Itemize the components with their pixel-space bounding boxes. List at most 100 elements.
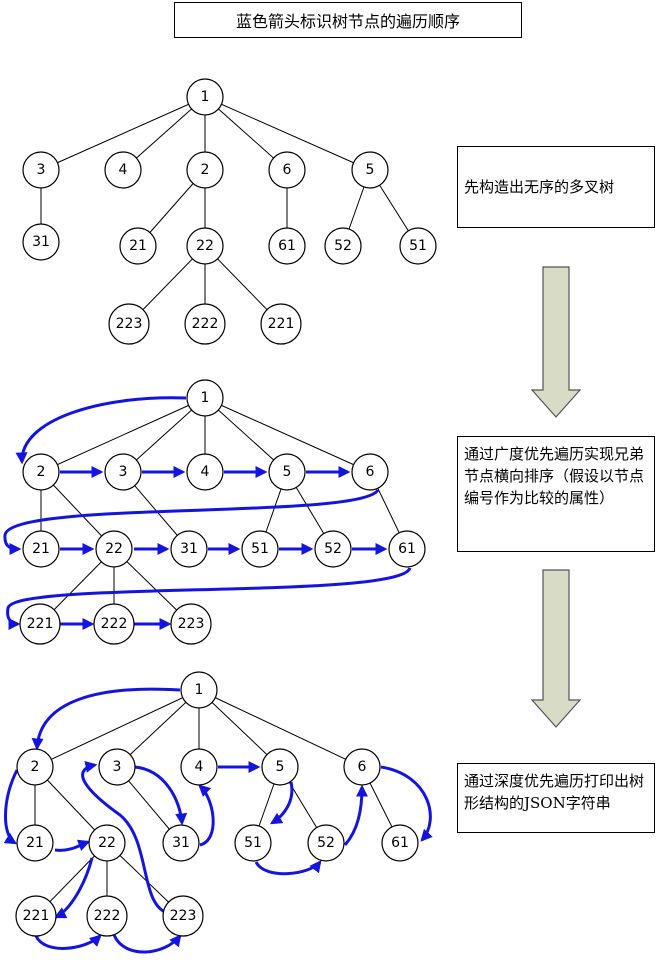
edge: [198, 689, 281, 768]
node-3: 3: [104, 453, 142, 491]
edge: [40, 96, 206, 171]
node-21: 21: [22, 530, 60, 568]
svg-text:61: 61: [391, 835, 409, 851]
bfs-arrow: [15, 396, 187, 465]
dfs-arrow: [53, 857, 94, 919]
svg-text:5: 5: [366, 162, 375, 178]
node-221: 221: [19, 603, 61, 645]
node-5: 5: [261, 748, 299, 786]
svg-text:223: 223: [178, 616, 205, 632]
svg-text:31: 31: [180, 541, 198, 557]
svg-text:6: 6: [358, 759, 367, 775]
process-arrow-1: [530, 266, 582, 418]
svg-text:61: 61: [278, 238, 296, 254]
svg-text:221: 221: [268, 316, 295, 332]
svg-text:22: 22: [196, 238, 214, 254]
node-5: 5: [268, 453, 306, 491]
node-223: 223: [162, 895, 204, 937]
edge: [34, 689, 200, 768]
tree-dfs: 1 2 3 4 5 6 21 22 31 51 52 61 221 222 22…: [3, 671, 433, 954]
svg-text:21: 21: [129, 238, 147, 254]
edge: [204, 397, 371, 473]
node-61: 61: [381, 824, 419, 862]
svg-text:222: 222: [94, 908, 121, 924]
node-2: 2: [22, 453, 60, 491]
bfs-arrow: [6, 567, 412, 630]
dfs-arrow: [112, 934, 182, 954]
svg-text:6: 6: [283, 162, 292, 178]
svg-text:1: 1: [195, 682, 204, 698]
svg-text:2: 2: [37, 464, 46, 480]
node-52: 52: [324, 227, 362, 265]
node-221: 221: [260, 303, 302, 345]
svg-text:21: 21: [32, 541, 50, 557]
node-3: 3: [98, 748, 136, 786]
dfs-arrow: [134, 765, 188, 826]
node-4: 4: [104, 151, 142, 189]
svg-text:2: 2: [31, 759, 40, 775]
svg-text:51: 51: [251, 541, 269, 557]
dfs-arrow: [254, 860, 322, 876]
edge: [204, 96, 371, 171]
svg-text:5: 5: [276, 759, 285, 775]
node-6: 6: [351, 453, 389, 491]
node-1: 1: [186, 379, 224, 417]
svg-text:31: 31: [172, 835, 190, 851]
svg-text:51: 51: [244, 835, 262, 851]
node-4: 4: [180, 748, 218, 786]
dfs-arrow: [3, 769, 19, 845]
node-51: 51: [399, 227, 437, 265]
tree-unordered: 1 3 4 2 6 5 31 21 22 61 52 51 223 222 22…: [22, 78, 437, 345]
bfs-arrow: [3, 488, 380, 555]
svg-text:61: 61: [398, 541, 416, 557]
svg-text:3: 3: [119, 464, 128, 480]
svg-text:4: 4: [201, 464, 210, 480]
svg-text:1: 1: [201, 390, 210, 406]
process-arrow-2: [530, 569, 582, 728]
step-description-3: 通过深度优先遍历打印出树形结构的JSON字符串: [457, 763, 655, 833]
svg-text:3: 3: [37, 162, 46, 178]
svg-text:4: 4: [195, 759, 204, 775]
svg-text:3: 3: [113, 759, 122, 775]
node-31: 31: [170, 530, 208, 568]
node-61: 61: [268, 227, 306, 265]
edge: [198, 689, 363, 768]
dfs-arrow: [81, 761, 166, 914]
node-31: 31: [162, 824, 200, 862]
step-description-2: 通过广度优先遍历实现兄弟节点横向排序（假设以节点编号作为比较的属性）: [457, 436, 655, 552]
node-52: 52: [314, 530, 352, 568]
svg-text:52: 52: [317, 835, 335, 851]
node-3: 3: [22, 151, 60, 189]
svg-text:221: 221: [27, 616, 54, 632]
svg-text:51: 51: [409, 238, 427, 254]
svg-text:1: 1: [201, 89, 210, 105]
node-223: 223: [108, 303, 150, 345]
node-4: 4: [186, 453, 224, 491]
dfs-arrow: [343, 784, 368, 846]
svg-text:52: 52: [334, 238, 352, 254]
svg-text:21: 21: [26, 835, 44, 851]
svg-text:2: 2: [201, 162, 210, 178]
dfs-arrow: [380, 765, 433, 842]
node-6: 6: [268, 151, 306, 189]
node-61: 61: [388, 530, 426, 568]
edge: [116, 689, 200, 768]
node-6: 6: [343, 748, 381, 786]
node-223: 223: [170, 603, 212, 645]
node-222: 222: [93, 603, 135, 645]
node-31: 31: [22, 223, 60, 261]
node-22: 22: [95, 530, 133, 568]
dfs-arrow: [269, 781, 294, 825]
node-21: 21: [16, 824, 54, 862]
svg-text:222: 222: [101, 616, 128, 632]
tree-bfs: 1 2 3 4 5 6 21 22 31 51 52 61 221 222 22…: [3, 379, 426, 645]
node-222: 222: [184, 303, 226, 345]
svg-text:22: 22: [105, 541, 123, 557]
svg-text:22: 22: [98, 835, 116, 851]
node-52: 52: [307, 824, 345, 862]
node-1: 1: [186, 78, 224, 116]
svg-text:223: 223: [170, 908, 197, 924]
node-51: 51: [241, 530, 279, 568]
node-22: 22: [186, 227, 224, 265]
dfs-arrow: [34, 934, 102, 950]
